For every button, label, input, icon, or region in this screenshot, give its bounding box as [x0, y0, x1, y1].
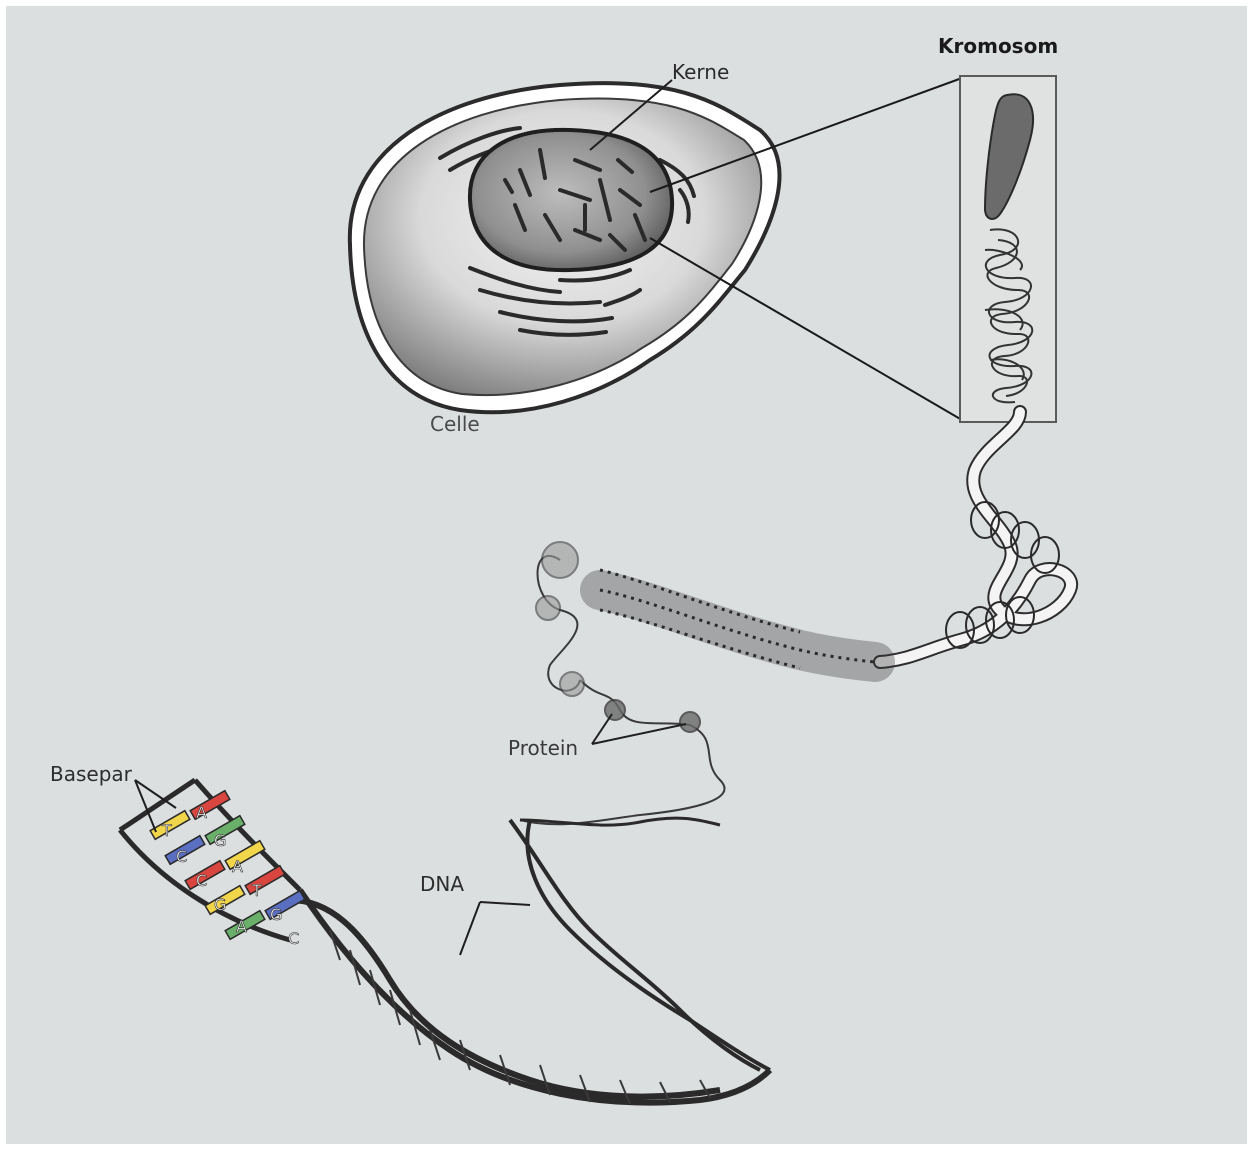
base-letter: C — [176, 847, 187, 866]
cell — [350, 83, 780, 412]
dna-label: DNA — [420, 874, 464, 894]
celle-label: Celle — [430, 414, 480, 434]
base-pair-ladder: A T G C A C T G G A C — [120, 780, 305, 948]
basepar-label: Basepar — [50, 764, 132, 784]
solenoid-fiber — [600, 570, 875, 668]
kromosom-label: Kromosom — [938, 36, 1058, 56]
base-letter: A — [196, 803, 207, 822]
base-letter: G — [270, 905, 282, 924]
base-letter: G — [214, 831, 226, 850]
kerne-label: Kerne — [672, 62, 729, 82]
base-letter: G — [214, 895, 226, 914]
base-letter: A — [232, 857, 243, 876]
base-letter: T — [251, 881, 262, 900]
dna-double-helix — [290, 820, 770, 1104]
base-letter: T — [161, 821, 172, 840]
base-letter: A — [236, 917, 247, 936]
dna-leader-lines — [460, 902, 530, 955]
protein-label: Protein — [508, 738, 578, 758]
protein-leader-lines — [592, 714, 686, 744]
nucleus — [470, 130, 672, 270]
base-letter: C — [288, 929, 299, 948]
base-letter: C — [196, 871, 207, 890]
